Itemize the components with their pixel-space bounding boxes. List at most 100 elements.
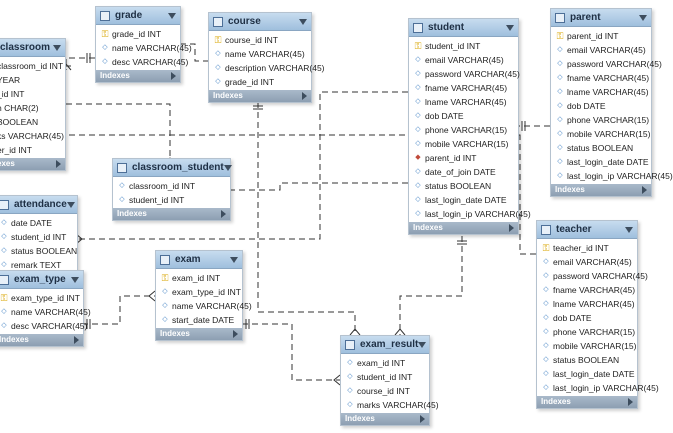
column-row[interactable]: ◇er_id INT bbox=[0, 143, 65, 157]
collapse-icon[interactable] bbox=[418, 341, 427, 348]
indexes-bar[interactable]: Indexes bbox=[341, 413, 429, 425]
exam-table[interactable]: exam⚿exam_id INT◇exam_type_id INT◇name V… bbox=[155, 250, 252, 341]
collapse-icon[interactable] bbox=[71, 276, 79, 283]
exam-type-table[interactable]: exam_type⚿exam_type_id INT◇name VARCHAR(… bbox=[0, 270, 91, 347]
table-header[interactable]: course bbox=[209, 13, 311, 31]
column-row[interactable]: ◇fname VARCHAR(45) bbox=[409, 81, 518, 95]
expand-arrow-icon[interactable] bbox=[233, 330, 238, 338]
teacher-table[interactable]: teacher⚿teacher_id INT◇email VARCHAR(45)… bbox=[536, 220, 659, 409]
column-row[interactable]: ◇name VARCHAR(45) bbox=[209, 47, 311, 61]
expand-arrow-icon[interactable] bbox=[56, 160, 61, 168]
column-row[interactable]: ◇date DATE bbox=[0, 216, 77, 230]
column-row[interactable]: ◇last_login_ip VARCHAR(45) bbox=[551, 169, 672, 183]
expand-arrow-icon[interactable] bbox=[302, 92, 307, 100]
indexes-bar[interactable]: Indexes bbox=[551, 184, 651, 196]
table-header[interactable]: parent bbox=[551, 9, 651, 27]
column-row[interactable]: ◇password VARCHAR(45) bbox=[537, 269, 648, 283]
indexes-bar[interactable]: Indexes bbox=[156, 328, 242, 340]
column-row[interactable]: ⚿teacher_id INT bbox=[537, 241, 637, 255]
column-row[interactable]: ◇phone VARCHAR(15) bbox=[409, 123, 518, 137]
table-header[interactable]: exam_type bbox=[0, 271, 83, 289]
collapse-icon[interactable] bbox=[299, 18, 307, 25]
column-row[interactable]: ◇lname VARCHAR(45) bbox=[409, 95, 518, 109]
column-row[interactable]: ◇n CHAR(2) bbox=[0, 101, 65, 115]
column-row[interactable]: ◇student_id INT bbox=[341, 370, 429, 384]
column-row[interactable]: ◇mobile VARCHAR(15) bbox=[537, 339, 637, 353]
column-row[interactable]: ◇grade_id INT bbox=[209, 75, 311, 89]
indexes-bar[interactable]: Indexes bbox=[0, 158, 65, 170]
collapse-icon[interactable] bbox=[168, 12, 176, 19]
column-row[interactable]: ◇BOOLEAN bbox=[0, 115, 65, 129]
column-row[interactable]: ◇desc VARCHAR(45) bbox=[96, 55, 188, 69]
column-row[interactable]: ◇status BOOLEAN bbox=[551, 141, 651, 155]
table-header[interactable]: exam_result bbox=[341, 336, 429, 354]
indexes-bar[interactable]: Indexes bbox=[96, 70, 180, 82]
column-row[interactable]: ◇remark TEXT bbox=[0, 258, 77, 272]
column-row[interactable]: ◇password VARCHAR(45) bbox=[409, 67, 520, 81]
column-row[interactable]: ⚿student_id INT bbox=[409, 39, 518, 53]
column-row[interactable]: ◇name VARCHAR(45) bbox=[96, 41, 191, 55]
column-row[interactable]: ◇start_date DATE bbox=[156, 313, 242, 327]
column-row[interactable]: ◇mobile VARCHAR(15) bbox=[409, 137, 518, 151]
column-row[interactable]: ◇phone VARCHAR(15) bbox=[551, 113, 651, 127]
column-row[interactable]: ◇mobile VARCHAR(15) bbox=[551, 127, 651, 141]
column-row[interactable]: ◇ks VARCHAR(45) bbox=[0, 129, 65, 143]
column-row[interactable]: ◇marks VARCHAR(45) bbox=[341, 398, 438, 412]
column-row[interactable]: ◇YEAR bbox=[0, 73, 65, 87]
column-row[interactable]: ◇status BOOLEAN bbox=[537, 353, 637, 367]
collapse-icon[interactable] bbox=[639, 14, 647, 21]
expand-arrow-icon[interactable] bbox=[74, 336, 79, 344]
classroom-table[interactable]: classroom◇classroom_id INT◇YEAR◇_id INT◇… bbox=[0, 38, 66, 171]
column-row[interactable]: ◇description VARCHAR(45) bbox=[209, 61, 324, 75]
table-header[interactable]: classroom_student bbox=[113, 159, 232, 177]
collapse-icon[interactable] bbox=[625, 226, 633, 233]
column-row[interactable]: ◇student_id INT bbox=[0, 230, 77, 244]
column-row[interactable]: ◇fname VARCHAR(45) bbox=[551, 71, 651, 85]
column-row[interactable]: ◇_id INT bbox=[0, 87, 65, 101]
table-header[interactable]: student bbox=[409, 19, 518, 37]
indexes-bar[interactable]: Indexes bbox=[409, 222, 518, 234]
table-header[interactable]: classroom bbox=[0, 39, 65, 57]
column-row[interactable]: ◇date_of_join DATE bbox=[409, 165, 518, 179]
collapse-icon[interactable] bbox=[53, 44, 61, 51]
classroom-student-table[interactable]: classroom_student ◇classroom_id INT◇stude… bbox=[112, 158, 232, 221]
column-row[interactable]: ◇last_login_date DATE bbox=[537, 367, 637, 381]
column-row[interactable]: ◇fname VARCHAR(45) bbox=[537, 283, 637, 297]
column-row[interactable]: ◇classroom_id INT bbox=[0, 59, 65, 73]
column-row[interactable]: ◇dob DATE bbox=[551, 99, 651, 113]
expand-arrow-icon[interactable] bbox=[221, 210, 226, 218]
column-row[interactable]: ◇status BOOLEAN bbox=[409, 179, 518, 193]
column-row[interactable]: ◇name VARCHAR(45) bbox=[156, 299, 251, 313]
grade-table[interactable]: grade⚿grade_id INT◇name VARCHAR(45)◇desc… bbox=[95, 6, 192, 83]
column-row[interactable]: ◇classroom_id INT bbox=[113, 179, 230, 193]
expand-arrow-icon[interactable] bbox=[171, 72, 176, 80]
expand-arrow-icon[interactable] bbox=[509, 224, 514, 232]
column-row[interactable]: ⚿parent_id INT bbox=[551, 29, 651, 43]
column-row[interactable]: ◆parent_id INT bbox=[409, 151, 518, 165]
column-row[interactable]: ◇lname VARCHAR(45) bbox=[551, 85, 651, 99]
column-row[interactable]: ◇email VARCHAR(45) bbox=[409, 53, 518, 67]
column-row[interactable]: ◇last_login_ip VARCHAR(45) bbox=[409, 207, 530, 221]
column-row[interactable]: ◇email VARCHAR(45) bbox=[551, 43, 651, 57]
column-row[interactable]: ◇desc VARCHAR(45) bbox=[0, 319, 87, 333]
expand-arrow-icon[interactable] bbox=[642, 186, 647, 194]
expand-arrow-icon[interactable] bbox=[420, 415, 425, 423]
expand-arrow-icon[interactable] bbox=[628, 398, 633, 406]
column-row[interactable]: ◇course_id INT bbox=[341, 384, 429, 398]
indexes-bar[interactable]: Indexes bbox=[0, 334, 83, 346]
column-row[interactable]: ◇password VARCHAR(45) bbox=[551, 57, 662, 71]
indexes-bar[interactable]: Indexes bbox=[537, 396, 637, 408]
parent-table[interactable]: parent⚿parent_id INT◇email VARCHAR(45)◇p… bbox=[550, 8, 673, 197]
column-row[interactable]: ◇exam_type_id INT bbox=[156, 285, 242, 299]
column-row[interactable]: ⚿exam_id INT bbox=[156, 271, 242, 285]
collapse-icon[interactable] bbox=[66, 201, 75, 208]
table-header[interactable]: attendance bbox=[0, 196, 77, 214]
column-row[interactable]: ◇last_login_date DATE bbox=[409, 193, 518, 207]
exam-result-table[interactable]: exam_result◇exam_id INT◇student_id INT◇c… bbox=[340, 335, 439, 426]
course-table[interactable]: course ⚿course_id INT◇name VARCHAR(45)◇de… bbox=[208, 12, 325, 103]
table-header[interactable]: grade bbox=[96, 7, 180, 25]
column-row[interactable]: ⚿course_id INT bbox=[209, 33, 311, 47]
column-row[interactable]: ◇student_id INT bbox=[113, 193, 230, 207]
table-header[interactable]: teacher bbox=[537, 221, 637, 239]
column-row[interactable]: ◇phone VARCHAR(15) bbox=[537, 325, 637, 339]
